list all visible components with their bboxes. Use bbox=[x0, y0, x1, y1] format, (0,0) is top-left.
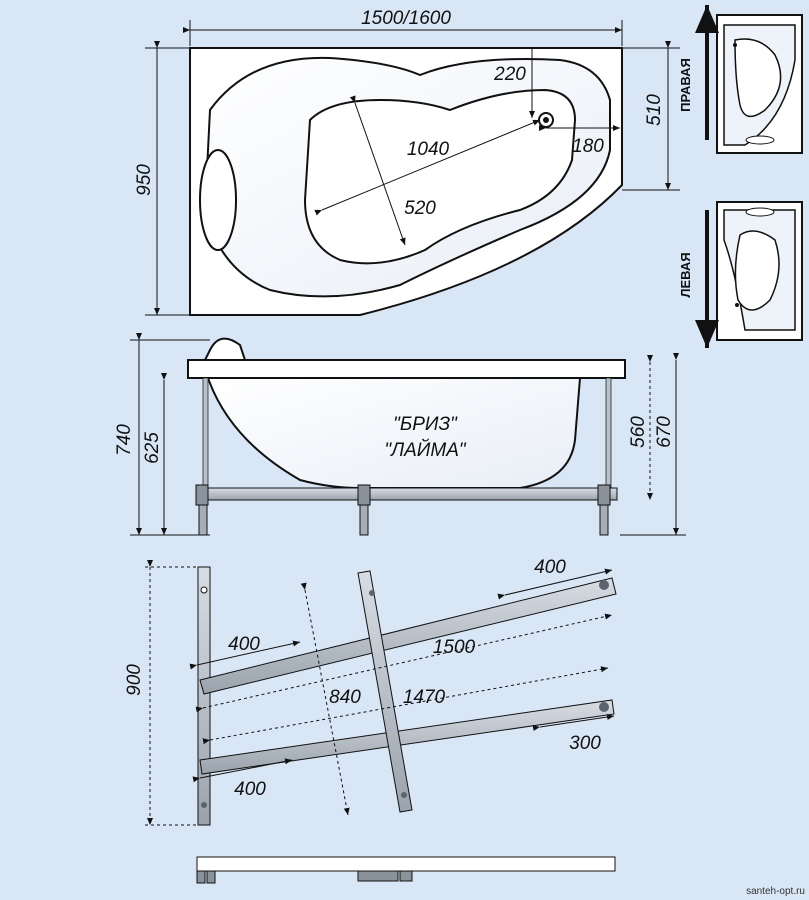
dim-670: 670 bbox=[654, 416, 675, 448]
dim-510: 510 bbox=[644, 94, 665, 126]
tub-side-rim bbox=[187, 359, 626, 379]
dim-625: 625 bbox=[142, 432, 163, 464]
dim-1500: 1500 bbox=[433, 637, 476, 658]
frame-view: 900 400 400 1500 840 1470 400 300 bbox=[124, 557, 617, 826]
model-name-2: "ЛАЙМА" bbox=[384, 439, 467, 461]
left-variant-label: ЛЕВАЯ bbox=[678, 252, 693, 297]
dim-740: 740 bbox=[114, 424, 135, 456]
height-dimension: 950 bbox=[134, 164, 155, 196]
tub-side-body bbox=[206, 377, 582, 489]
dim-400-top: 400 bbox=[534, 557, 566, 578]
frame-side-strip bbox=[196, 856, 616, 884]
dim-900: 900 bbox=[124, 664, 145, 696]
dim-1040: 1040 bbox=[407, 139, 450, 160]
dim-180: 180 bbox=[572, 136, 604, 157]
dim-300: 300 bbox=[569, 733, 601, 754]
dim-1470: 1470 bbox=[403, 687, 446, 708]
dim-400-bottom: 400 bbox=[234, 779, 266, 800]
dim-400-left: 400 bbox=[228, 634, 260, 655]
headrest bbox=[199, 149, 237, 251]
frame-beam-upper bbox=[199, 577, 617, 695]
right-variant-label: ПРАВАЯ bbox=[678, 58, 693, 112]
variant-left: ЛЕВАЯ bbox=[678, 201, 803, 348]
variant-right: ПРАВАЯ bbox=[678, 5, 803, 154]
model-name-1: "БРИЗ" bbox=[393, 414, 458, 435]
dim-840: 840 bbox=[329, 687, 361, 708]
dim-520: 520 bbox=[404, 198, 436, 219]
top-view: 1500/1600 950 220 510 180 1040 520 bbox=[134, 8, 680, 316]
frame-vertical-post bbox=[197, 566, 211, 826]
width-dimension: 1500/1600 bbox=[361, 8, 451, 29]
watermark: santeh-opt.ru bbox=[746, 886, 805, 897]
dim-560: 560 bbox=[628, 416, 649, 448]
dim-220: 220 bbox=[493, 64, 526, 85]
frame-beam-lower bbox=[199, 699, 615, 775]
side-view: "БРИЗ" "ЛАЙМА" 740 625 560 670 bbox=[114, 333, 686, 536]
